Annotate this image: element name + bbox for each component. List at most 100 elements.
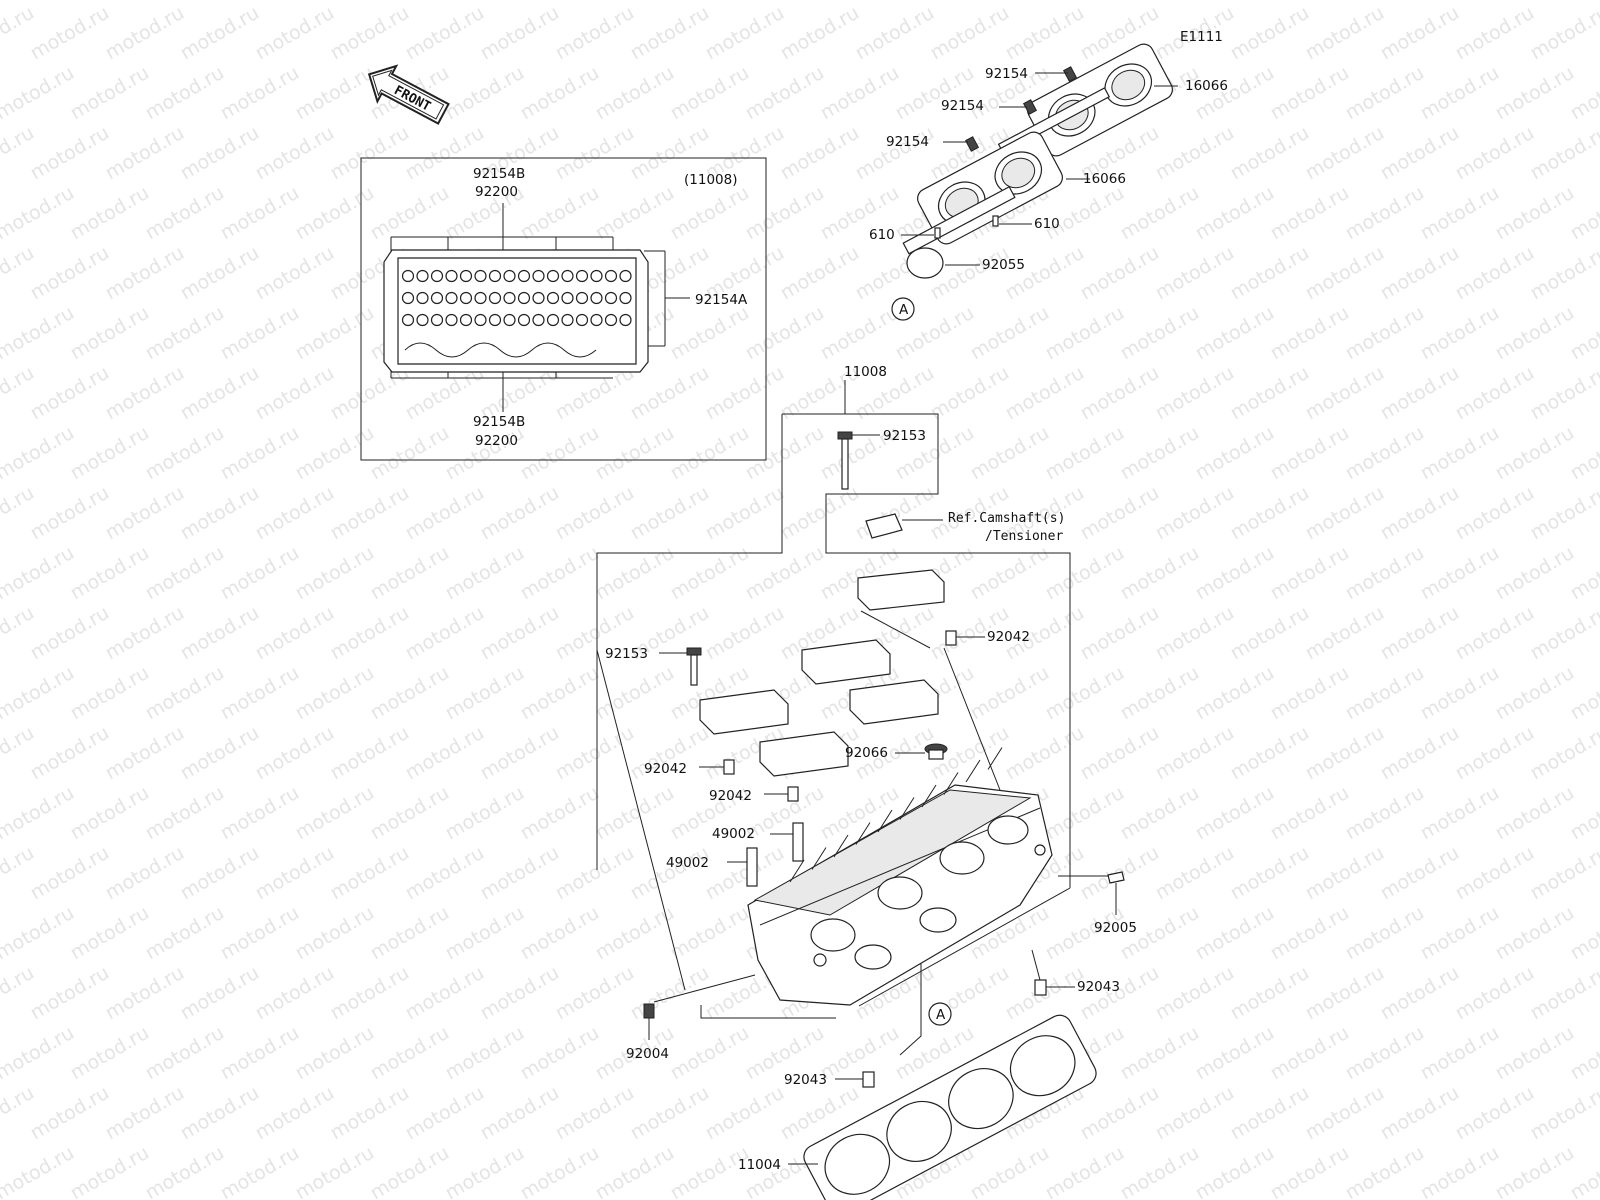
watermark-text: motod.ru bbox=[1302, 242, 1388, 305]
watermark-text: motod.ru bbox=[367, 542, 453, 605]
watermark-text: motod.ru bbox=[817, 0, 903, 4]
watermark-text: motod.ru bbox=[1152, 362, 1238, 425]
watermark-text: motod.ru bbox=[1417, 1142, 1503, 1200]
inset-ref-label: (11008) bbox=[684, 172, 737, 188]
inset-valve-bolt bbox=[401, 313, 415, 327]
inset-valve-bolt bbox=[575, 269, 589, 283]
watermark-text: motod.ru bbox=[402, 722, 488, 785]
watermark-text: motod.ru bbox=[1117, 182, 1203, 245]
watermark-text: motod.ru bbox=[1417, 782, 1503, 845]
watermark-text: motod.ru bbox=[1117, 422, 1203, 485]
watermark-text: motod.ru bbox=[1452, 482, 1538, 545]
watermark-text: motod.ru bbox=[217, 1142, 303, 1200]
watermark-text: motod.ru bbox=[552, 722, 638, 785]
inset-valve-bolt bbox=[561, 313, 574, 327]
head-rib bbox=[987, 747, 1003, 770]
part-label-92153-top: 92153 bbox=[883, 428, 926, 444]
watermark-text: motod.ru bbox=[1152, 242, 1238, 305]
inset-valve-bolt bbox=[546, 313, 560, 327]
watermark-text: motod.ru bbox=[252, 482, 338, 545]
watermark-text: motod.ru bbox=[517, 182, 603, 245]
watermark-text: motod.ru bbox=[1527, 1082, 1600, 1145]
watermark-text: motod.ru bbox=[1452, 122, 1538, 185]
watermark-text: motod.ru bbox=[1117, 0, 1203, 4]
watermark-text: motod.ru bbox=[442, 1022, 528, 1085]
watermark-text: motod.ru bbox=[592, 422, 678, 485]
watermark-text: motod.ru bbox=[1267, 902, 1353, 965]
watermark-text: motod.ru bbox=[1192, 0, 1278, 4]
watermark-text: motod.ru bbox=[142, 182, 228, 245]
watermark-text: motod.ru bbox=[927, 2, 1013, 65]
watermark-text: motod.ru bbox=[742, 542, 828, 605]
watermark-text: motod.ru bbox=[1377, 722, 1463, 785]
watermark-text: motod.ru bbox=[327, 122, 413, 185]
part-label-92042-mid: 92042 bbox=[709, 788, 752, 804]
watermark-text: motod.ru bbox=[552, 482, 638, 545]
watermark-text: motod.ru bbox=[1417, 302, 1503, 365]
watermark-text: motod.ru bbox=[327, 842, 413, 905]
watermark-text: motod.ru bbox=[1227, 602, 1313, 665]
watermark-text: motod.ru bbox=[1002, 362, 1088, 425]
watermark-text: motod.ru bbox=[27, 602, 113, 665]
watermark-text: motod.ru bbox=[1077, 722, 1163, 785]
callout-a-top: A bbox=[899, 302, 909, 318]
watermark-text: motod.ru bbox=[1192, 1142, 1278, 1200]
watermark-text: motod.ru bbox=[627, 962, 713, 1025]
watermark-text: motod.ru bbox=[292, 422, 378, 485]
watermark-text: motod.ru bbox=[1527, 962, 1600, 1025]
watermark-text: motod.ru bbox=[1077, 242, 1163, 305]
inset-valve-bolt bbox=[575, 313, 589, 327]
inset-valve-bolt bbox=[590, 269, 603, 283]
watermark-text: motod.ru bbox=[217, 62, 303, 125]
watermark-text: motod.ru bbox=[817, 62, 903, 125]
watermark-text: motod.ru bbox=[142, 902, 228, 965]
watermark-text: motod.ru bbox=[142, 782, 228, 845]
watermark-text: motod.ru bbox=[1302, 362, 1388, 425]
inset-valve-bolt bbox=[604, 313, 618, 327]
inset-valve-bolt bbox=[604, 291, 618, 305]
watermark-text: motod.ru bbox=[1377, 482, 1463, 545]
watermark-text: motod.ru bbox=[967, 542, 1053, 605]
head-rib bbox=[789, 859, 805, 883]
inset-valve-bolt bbox=[503, 269, 516, 283]
watermark-text: motod.ru bbox=[252, 2, 338, 65]
inset-valve-bolt bbox=[430, 313, 444, 327]
watermark-text: motod.ru bbox=[1227, 1082, 1313, 1145]
watermark-text: motod.ru bbox=[442, 662, 528, 725]
watermark-text: motod.ru bbox=[477, 962, 563, 1025]
inset-valve-bolt bbox=[459, 313, 473, 327]
part-label-49002-b: 49002 bbox=[666, 855, 709, 871]
watermark-text: motod.ru bbox=[1377, 842, 1463, 905]
watermark-text: motod.ru bbox=[1527, 2, 1600, 65]
watermark-text: motod.ru bbox=[402, 1082, 488, 1145]
watermark-text: motod.ru bbox=[102, 1082, 188, 1145]
watermark-text: motod.ru bbox=[442, 0, 528, 4]
watermark-text: motod.ru bbox=[667, 0, 753, 4]
watermark-text: motod.ru bbox=[142, 302, 228, 365]
watermark-text: motod.ru bbox=[1377, 122, 1463, 185]
inset-valve-bolt bbox=[488, 313, 502, 327]
watermark-text: motod.ru bbox=[1417, 1022, 1503, 1085]
watermark-text: motod.ru bbox=[27, 362, 113, 425]
part-label-92042-right: 92042 bbox=[987, 629, 1030, 645]
watermark-text: motod.ru bbox=[477, 2, 563, 65]
inset-valve-bolt bbox=[561, 291, 574, 305]
watermark-text: motod.ru bbox=[142, 422, 228, 485]
part-label-16066-2: 16066 bbox=[1083, 171, 1126, 187]
part-label-92154-3: 92154 bbox=[886, 134, 929, 150]
part-label-92042-left: 92042 bbox=[644, 761, 687, 777]
watermark-text: motod.ru bbox=[0, 422, 78, 485]
watermark-text: motod.ru bbox=[367, 182, 453, 245]
watermark-text: motod.ru bbox=[102, 962, 188, 1025]
watermark-text: motod.ru bbox=[217, 542, 303, 605]
watermark-text: motod.ru bbox=[177, 962, 263, 1025]
watermark-text: motod.ru bbox=[327, 962, 413, 1025]
watermark-text: motod.ru bbox=[292, 542, 378, 605]
watermark-text: motod.ru bbox=[177, 602, 263, 665]
cylinder-head-top-view bbox=[383, 249, 649, 373]
watermark-text: motod.ru bbox=[1227, 122, 1313, 185]
watermark-text: motod.ru bbox=[702, 1082, 788, 1145]
camshaft-caps bbox=[699, 569, 945, 777]
watermark-text: motod.ru bbox=[252, 362, 338, 425]
inset-panel: (11008) 92154B 92200 92154A 92154B 92200 bbox=[360, 157, 767, 461]
